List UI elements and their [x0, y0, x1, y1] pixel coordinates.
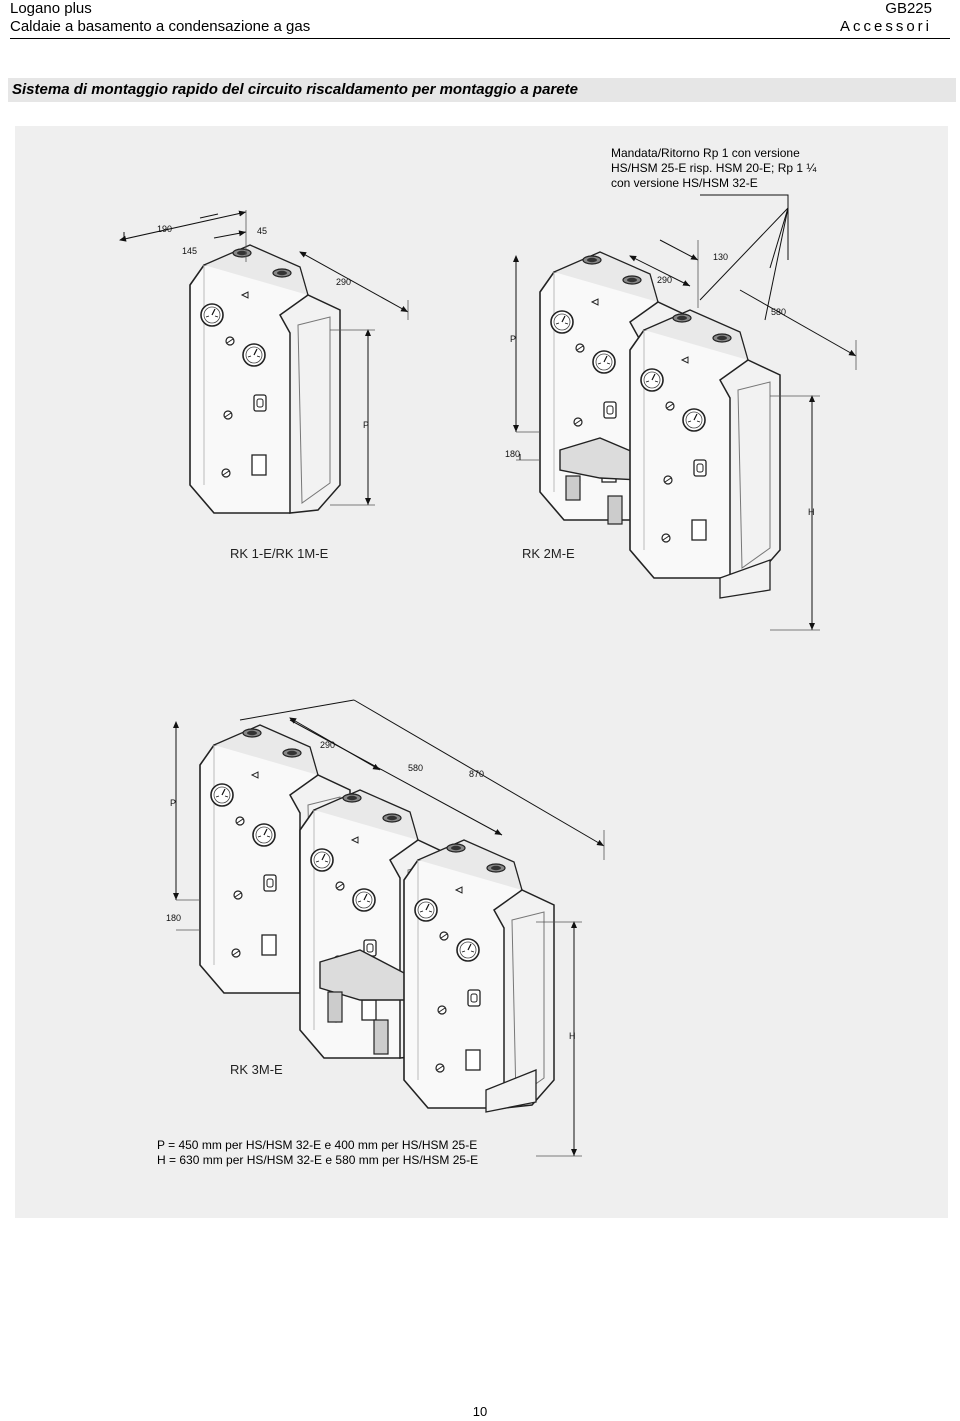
dim-290-rk3: 290 — [320, 740, 335, 750]
rk2-drawing: 130 290 580 P 180 H RK 2M-E — [505, 194, 857, 631]
dim-180-rk3: 180 — [166, 913, 181, 923]
dim-h-rk3: H — [569, 1031, 576, 1041]
rk1-label: RK 1-E/RK 1M-E — [230, 546, 329, 561]
dim-180: 180 — [505, 449, 520, 459]
dim-290b: 290 — [657, 275, 672, 285]
rk2-label: RK 2M-E — [522, 546, 575, 561]
dimension-notes: P = 450 mm per HS/HSM 32-E e 400 mm per … — [157, 1138, 478, 1168]
callout-line-1: Mandata/Ritorno Rp 1 con versione — [611, 146, 800, 160]
product-subtitle: Caldaie a basamento a condensazione a ga… — [10, 18, 311, 35]
dim-45: 45 — [257, 226, 267, 236]
rk3-unit-3 — [404, 840, 554, 1108]
product-name: Logano plus — [10, 0, 92, 17]
rk1-drawing: 190 45 145 290 P RK 1-E/RK 1M-E — [119, 210, 409, 561]
page-header: Logano plus Caldaie a basamento a conden… — [10, 0, 950, 39]
rk2-unit-front — [630, 310, 780, 578]
dim-145: 145 — [182, 246, 197, 256]
dim-190: 190 — [157, 224, 172, 234]
section-title-bar: Sistema di montaggio rapido del circuito… — [8, 78, 956, 102]
rk1-unit — [190, 245, 340, 513]
section-title: Sistema di montaggio rapido del circuito… — [12, 81, 578, 98]
connection-callout: Mandata/Ritorno Rp 1 con versione HS/HSM… — [611, 146, 816, 191]
callout-line-2: HS/HSM 25-E risp. HSM 20-E; Rp 1 ¼ — [611, 161, 817, 175]
dim-580: 580 — [771, 307, 786, 317]
dim-580-rk3: 580 — [408, 763, 423, 773]
section-name: Accessori — [839, 18, 932, 35]
dim-p-b: P — [510, 334, 516, 344]
note-h: H = 630 mm per HS/HSM 32-E e 580 mm per … — [157, 1153, 479, 1167]
dim-130: 130 — [713, 252, 728, 262]
dim-p-rk3: P — [170, 798, 176, 808]
dim-p: P — [363, 420, 369, 430]
callout-line-3: con versione HS/HSM 32-E — [611, 176, 758, 190]
dim-h: H — [808, 507, 815, 517]
dim-870-rk3: 870 — [469, 769, 484, 779]
model-name: GB225 — [885, 0, 932, 17]
rk3-drawing: 290 580 870 P 180 H RK 3M-E — [166, 699, 605, 1157]
rk3-label: RK 3M-E — [230, 1062, 283, 1077]
dim-290: 290 — [336, 277, 351, 287]
page-number: 10 — [472, 1404, 488, 1419]
note-p: P = 450 mm per HS/HSM 32-E e 400 mm per … — [157, 1138, 478, 1152]
